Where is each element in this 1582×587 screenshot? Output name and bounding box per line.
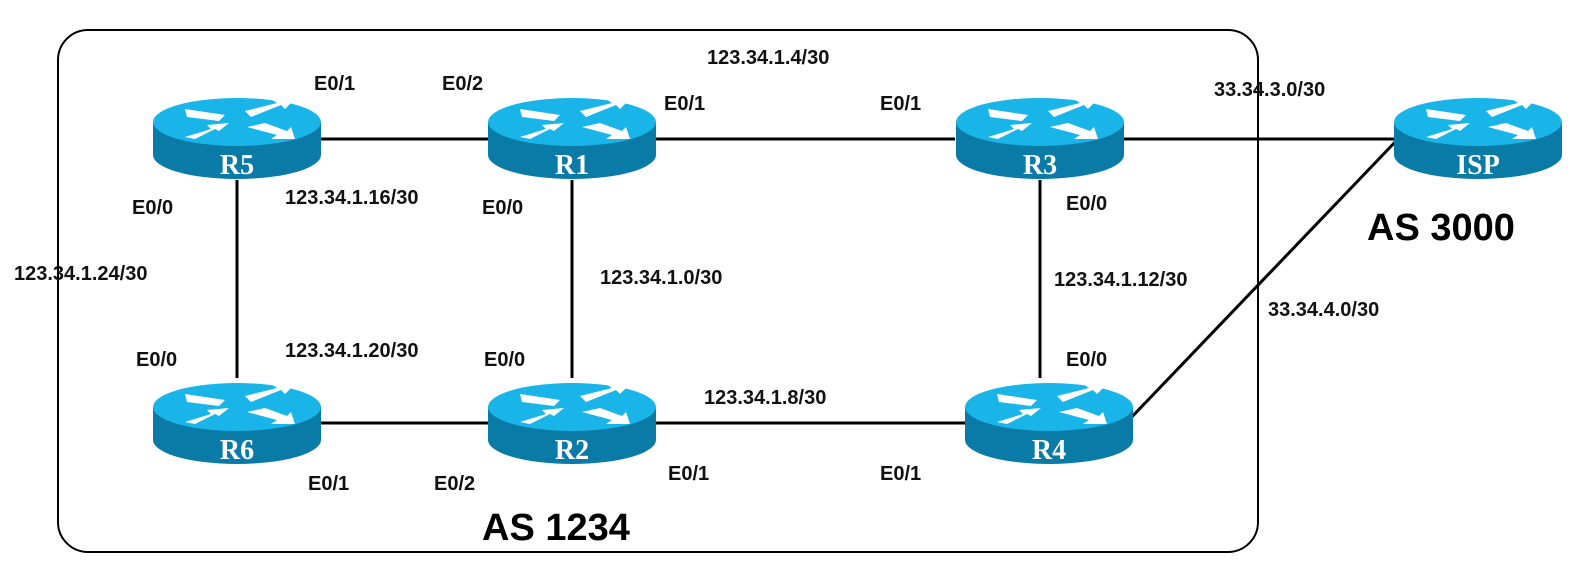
subnet-r4-isp: 33.34.4.0/30 [1268, 299, 1379, 321]
subnet-r6-r2: 123.34.1.20/30 [285, 340, 418, 362]
interface-r4-e01: E0/1 [880, 463, 921, 485]
subnet-r3-r4: 123.34.1.12/30 [1054, 269, 1187, 291]
router-r6[interactable]: R6 [153, 383, 321, 466]
router-label: ISP [1456, 150, 1500, 181]
interface-r1-e02: E0/2 [442, 73, 483, 95]
subnet-r5-r6: 123.34.1.24/30 [14, 263, 147, 285]
as-1234-label: AS 1234 [482, 507, 630, 549]
subnet-r3-isp: 33.34.3.0/30 [1214, 79, 1325, 101]
subnet-r5-r1: 123.34.1.16/30 [285, 187, 418, 209]
interface-r2-e01: E0/1 [668, 463, 709, 485]
interface-r5-e01: E0/1 [314, 73, 355, 95]
interface-r5-e00: E0/0 [132, 197, 173, 219]
router-label: R4 [1032, 435, 1066, 466]
router-label: R5 [220, 150, 254, 181]
router-r2[interactable]: R2 [488, 383, 656, 466]
router-isp[interactable]: ISP [1394, 98, 1562, 181]
subnet-labels: 123.34.1.4/30 33.34.3.0/30 123.34.1.16/3… [14, 47, 1379, 409]
link-r4-isp [1124, 137, 1400, 425]
interface-r6-e00: E0/0 [136, 349, 177, 371]
as-1234-boundary [57, 29, 1259, 553]
interface-r4-e00: E0/0 [1066, 349, 1107, 371]
router-label: R1 [555, 150, 589, 181]
router-r5[interactable]: R5 [153, 98, 321, 181]
subnet-r2-r4: 123.34.1.8/30 [704, 387, 826, 409]
as-3000-label: AS 3000 [1367, 207, 1515, 249]
links [235, 137, 1400, 425]
router-r1[interactable]: R1 [488, 98, 656, 181]
router-r3[interactable]: R3 [956, 98, 1124, 181]
subnet-r1-r3: 123.34.1.4/30 [707, 47, 829, 69]
interface-r3-e00: E0/0 [1066, 193, 1107, 215]
interface-r2-e00: E0/0 [484, 349, 525, 371]
interface-r6-e01: E0/1 [308, 473, 349, 495]
interface-r1-e01: E0/1 [664, 93, 705, 115]
router-r4[interactable]: R4 [965, 383, 1133, 466]
router-label: R3 [1023, 150, 1057, 181]
interface-r2-e02: E0/2 [434, 473, 475, 495]
router-label: R6 [220, 435, 254, 466]
interface-r1-e00: E0/0 [482, 197, 523, 219]
interface-r3-e01: E0/1 [880, 93, 921, 115]
subnet-r1-r2: 123.34.1.0/30 [600, 267, 722, 289]
interface-labels: E0/1 E0/2 E0/1 E0/1 E0/0 E0/0 E0/0 E0/0 … [132, 73, 1107, 495]
router-label: R2 [555, 435, 589, 466]
